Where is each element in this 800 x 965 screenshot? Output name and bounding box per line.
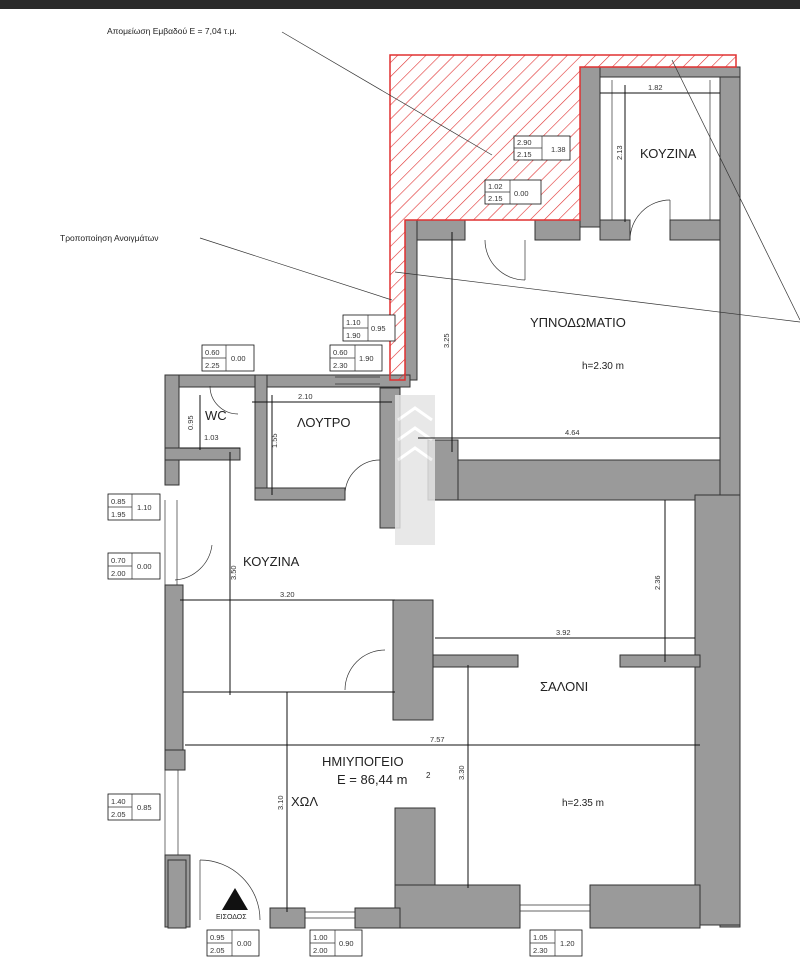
svg-text:2.15: 2.15 xyxy=(488,194,503,203)
opening-tag: 1.10 1.90 0.95 xyxy=(342,314,396,342)
opening-tags: 2.90 2.15 1.38 1.02 2.15 0.00 1.10 1.90 … xyxy=(107,135,583,957)
svg-text:2.00: 2.00 xyxy=(111,569,126,578)
svg-text:1.40: 1.40 xyxy=(111,797,126,806)
dim-2-10: 2.10 xyxy=(298,392,313,401)
svg-text:1.02: 1.02 xyxy=(488,182,503,191)
opening-tag: 0.95 2.05 0.00 xyxy=(206,929,260,957)
svg-text:0.00: 0.00 xyxy=(237,939,252,948)
dim-3-20: 3.20 xyxy=(280,590,295,599)
svg-text:1.10: 1.10 xyxy=(137,503,152,512)
svg-text:1.05: 1.05 xyxy=(533,933,548,942)
svg-text:0.95: 0.95 xyxy=(371,324,386,333)
svg-text:0.00: 0.00 xyxy=(514,189,529,198)
top-bar xyxy=(0,0,800,9)
area-reduction-note: Απομείωση Εμβαδού Ε = 7,04 τ.μ. xyxy=(107,26,237,36)
dim-0-95: 0.95 xyxy=(186,415,195,430)
svg-text:1.20: 1.20 xyxy=(560,939,575,948)
svg-text:0.70: 0.70 xyxy=(111,556,126,565)
opening-tag: 1.40 2.05 0.85 xyxy=(107,793,161,821)
ypnodomatio-height: h=2.30 m xyxy=(582,361,624,372)
svg-text:2.30: 2.30 xyxy=(333,361,348,370)
svg-text:0.85: 0.85 xyxy=(111,497,126,506)
opening-tag: 2.90 2.15 1.38 xyxy=(513,135,571,161)
dim-3-30: 3.30 xyxy=(457,765,466,780)
area-reduction-hatch xyxy=(389,54,737,381)
svg-text:0.60: 0.60 xyxy=(205,348,220,357)
svg-text:1.00: 1.00 xyxy=(313,933,328,942)
svg-text:0.00: 0.00 xyxy=(231,354,246,363)
svg-text:1.10: 1.10 xyxy=(346,318,361,327)
svg-text:0.00: 0.00 xyxy=(137,562,152,571)
svg-text:2.05: 2.05 xyxy=(210,946,225,955)
floor-name: ΗΜΙΥΠΟΓΕΙΟ xyxy=(322,754,404,769)
room-label-xol: ΧΩΛ xyxy=(291,794,318,809)
svg-text:2.25: 2.25 xyxy=(205,361,220,370)
opening-tag: 1.00 2.00 0.90 xyxy=(309,929,363,957)
svg-text:0.90: 0.90 xyxy=(339,939,354,948)
room-label-loutro: ΛΟΥΤΡΟ xyxy=(297,415,351,430)
opening-tag: 1.05 2.30 1.20 xyxy=(529,929,583,957)
dim-2-36: 2.36 xyxy=(653,575,662,590)
dim-7-57: 7.57 xyxy=(430,735,445,744)
walls xyxy=(164,66,741,929)
dim-4-64: 4.64 xyxy=(565,428,580,437)
svg-text:2.30: 2.30 xyxy=(533,946,548,955)
svg-text:1.90: 1.90 xyxy=(359,354,374,363)
dimension-lines xyxy=(180,85,720,912)
leader-lines xyxy=(199,31,800,323)
watermark xyxy=(395,395,435,545)
svg-text:2.90: 2.90 xyxy=(517,138,532,147)
svg-text:2.05: 2.05 xyxy=(111,810,126,819)
linework xyxy=(164,80,711,921)
svg-text:0.60: 0.60 xyxy=(333,348,348,357)
svg-text:2.15: 2.15 xyxy=(517,150,532,159)
dim-2-13: 2.13 xyxy=(615,145,624,160)
svg-text:1.95: 1.95 xyxy=(111,510,126,519)
opening-tag: 0.70 2.00 0.00 xyxy=(107,552,161,580)
dim-1-55: 1.55 xyxy=(270,433,279,448)
entrance-arrow-icon xyxy=(222,888,248,910)
dim-3-25: 3.25 xyxy=(442,333,451,348)
floor-area: Ε = 86,44 m xyxy=(337,772,407,787)
svg-text:1.90: 1.90 xyxy=(346,331,361,340)
opening-tag: 0.60 2.30 1.90 xyxy=(329,344,383,372)
svg-text:0.95: 0.95 xyxy=(210,933,225,942)
floor-area-superscript: 2 xyxy=(426,771,431,780)
dim-1-82: 1.82 xyxy=(648,83,663,92)
room-label-kouzina-lower: ΚΟΥΖΙΝΑ xyxy=(243,554,300,569)
svg-text:2.00: 2.00 xyxy=(313,946,328,955)
opening-change-note: Τροποποίηση Ανοιγμάτων xyxy=(60,233,159,243)
room-label-kouzina-upper: ΚΟΥΖΙΝΑ xyxy=(640,146,697,161)
svg-text:1.38: 1.38 xyxy=(551,145,566,154)
opening-tag: 0.60 2.25 0.00 xyxy=(201,344,255,372)
svg-text:0.85: 0.85 xyxy=(137,803,152,812)
room-label-ypnodomatio: ΥΠΝΟΔΩΜΑΤΙΟ xyxy=(530,315,626,330)
opening-tag: 0.85 1.95 1.10 xyxy=(107,493,161,521)
dim-3-50: 3.50 xyxy=(229,565,238,580)
room-label-wc: WC xyxy=(205,408,227,423)
dimension-labels: 1.82 2.13 3.25 4.64 2.10 1.55 0.95 1.03 … xyxy=(186,83,663,810)
room-label-saloni: ΣΑΛΟΝΙ xyxy=(540,679,588,694)
entrance-label: ΕΙΣΟΔΟΣ xyxy=(216,914,247,921)
dim-3-10: 3.10 xyxy=(276,795,285,810)
saloni-height: h=2.35 m xyxy=(562,798,604,809)
opening-tag: 1.02 2.15 0.00 xyxy=(484,179,542,205)
dim-3-92: 3.92 xyxy=(556,628,571,637)
dim-1-03: 1.03 xyxy=(204,433,219,442)
